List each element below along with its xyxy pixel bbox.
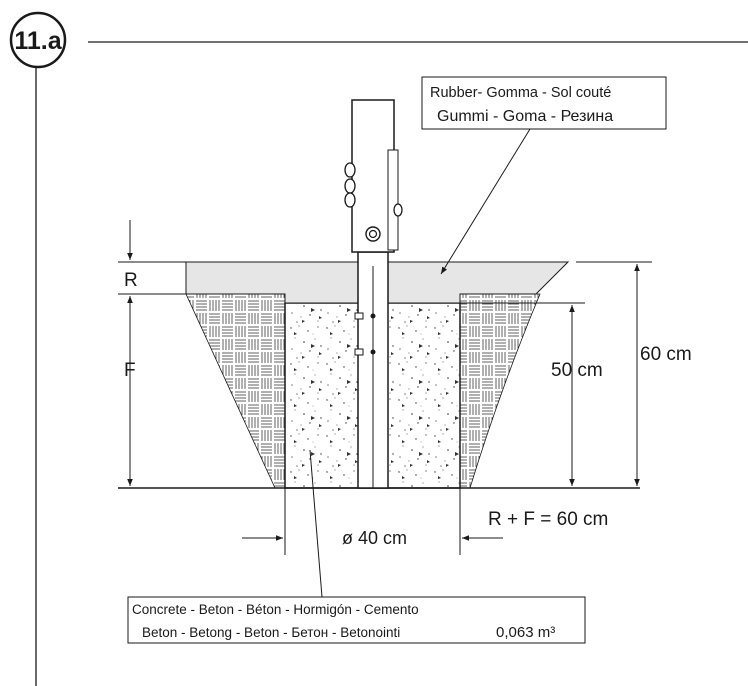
- earth-right: [459, 293, 541, 489]
- rubber-label-line1: Rubber- Gomma - Sol couté: [430, 85, 611, 101]
- f-label: F: [124, 360, 136, 381]
- concrete-label-line2: Beton - Betong - Beton - Бетон - Betonoi…: [142, 625, 400, 640]
- depth-50-label: 50 cm: [551, 360, 603, 381]
- step-number: 11.a: [14, 27, 62, 55]
- rubber-callout: [421, 76, 667, 275]
- rf-dimension: [118, 220, 186, 486]
- page-frame: [35, 41, 748, 686]
- formula-label: R + F = 60 cm: [488, 509, 608, 530]
- depth-60-dimension: [576, 261, 652, 486]
- rubber-label-line2: Gummi - Goma - Резина: [437, 108, 613, 125]
- r-label: R: [124, 270, 138, 291]
- concrete-volume: 0,063 m³: [496, 624, 555, 641]
- concrete-label-line1: Concrete - Beton - Béton - Hormigón - Ce…: [132, 602, 419, 617]
- diameter-label: ø 40 cm: [342, 528, 407, 548]
- depth-50-dimension: [460, 302, 585, 486]
- diameter-dimension: [242, 488, 503, 555]
- depth-60-label: 60 cm: [640, 344, 692, 365]
- post: [344, 99, 403, 489]
- step-badge: 11.a: [9, 11, 67, 69]
- concrete-callout: [127, 449, 586, 644]
- earth-left: [185, 293, 286, 489]
